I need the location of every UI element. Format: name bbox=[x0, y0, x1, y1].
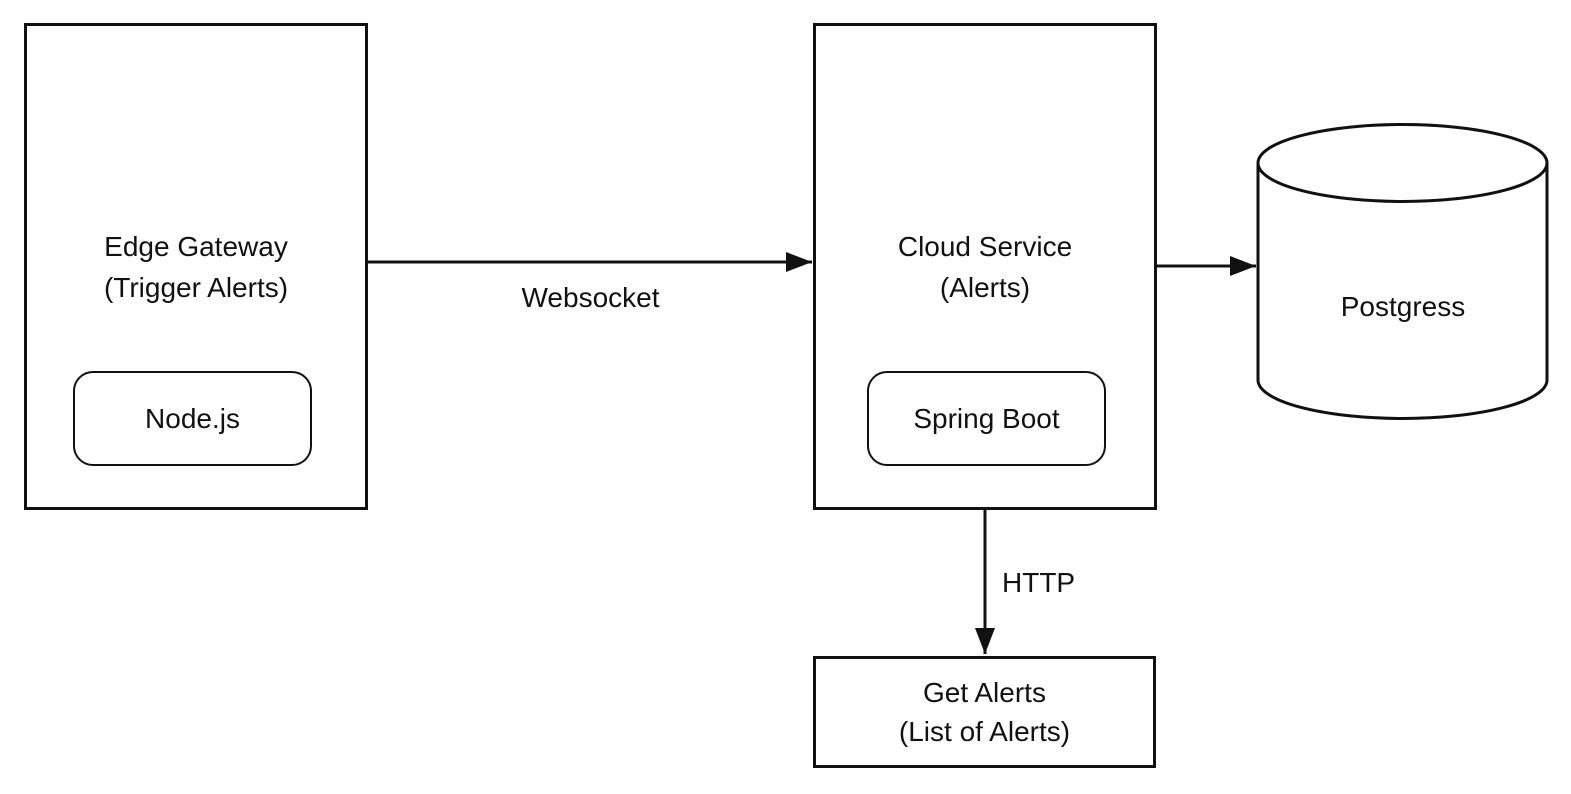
spring-boot-chip: Spring Boot bbox=[867, 371, 1106, 466]
nodejs-chip-label: Node.js bbox=[145, 402, 240, 434]
edge-gateway-title-line2: (Trigger Alerts) bbox=[103, 271, 289, 303]
postgress-label: Postgress bbox=[1340, 291, 1466, 322]
spring-boot-chip-label: Spring Boot bbox=[913, 402, 1060, 434]
http-label: HTTP bbox=[1002, 567, 1076, 598]
postgress-cylinder bbox=[1256, 123, 1549, 420]
get-alerts-title-line2: (List of Alerts) bbox=[898, 716, 1071, 747]
get-alerts-title: Get Alerts (List of Alerts) bbox=[899, 673, 1070, 751]
cloud-service-title: Cloud Service (Alerts) bbox=[898, 226, 1072, 308]
nodejs-chip: Node.js bbox=[73, 371, 312, 466]
get-alerts-node: Get Alerts (List of Alerts) bbox=[813, 656, 1156, 768]
get-alerts-title-line1: Get Alerts bbox=[923, 677, 1046, 708]
edge-gateway-title: Edge Gateway (Trigger Alerts) bbox=[104, 226, 288, 308]
cloud-service-title-line1: Cloud Service bbox=[897, 230, 1073, 262]
edge-gateway-title-line1: Edge Gateway bbox=[104, 230, 288, 262]
cloud-service-title-line2: (Alerts) bbox=[939, 271, 1031, 303]
websocket-label: Websocket bbox=[521, 282, 660, 313]
